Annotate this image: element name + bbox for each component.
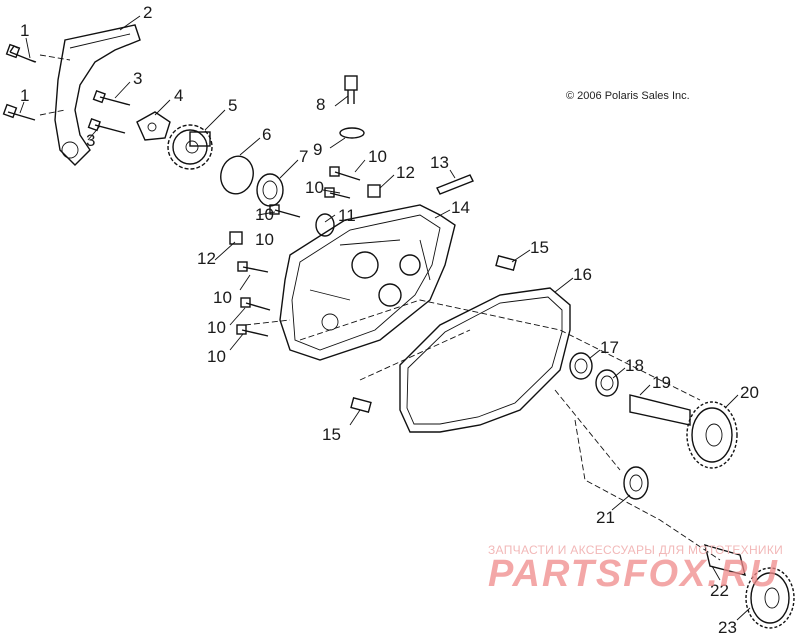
callout-19: 19 (652, 373, 671, 392)
callout-10-f: 10 (207, 318, 226, 337)
callout-9: 9 (313, 140, 322, 159)
callout-14: 14 (451, 198, 470, 217)
callout-10-d: 10 (255, 230, 274, 249)
callout-1-top: 1 (20, 21, 29, 40)
part-1-bolts (2, 43, 37, 121)
part-2-guard (54, 24, 141, 166)
part-12-fittings (229, 184, 381, 245)
part-6-snap-ring (220, 155, 254, 195)
callout-18: 18 (625, 356, 644, 375)
callout-10-c: 10 (255, 205, 274, 224)
callout-3-bottom: 3 (86, 131, 95, 150)
part-7-seal (256, 173, 284, 207)
part-16-gasket (399, 287, 571, 433)
callout-10-e: 10 (213, 288, 232, 307)
callout-8: 8 (316, 95, 325, 114)
callout-12-a: 12 (396, 163, 415, 182)
part-11-o-ring (315, 213, 335, 237)
callout-7: 7 (299, 147, 308, 166)
callout-1-bottom: 1 (20, 86, 29, 105)
callout-2: 2 (143, 3, 152, 22)
part-13-pin (436, 174, 474, 195)
copyright-notice: © 2006 Polaris Sales Inc. (566, 90, 690, 102)
callout-23: 23 (718, 618, 737, 637)
callout-22: 22 (710, 581, 729, 600)
part-8-plug (344, 75, 358, 104)
part-20-gear (686, 401, 738, 469)
part-14-housing (279, 204, 456, 361)
watermark-tagline: ЗАПЧАСТИ И АКСЕССУАРЫ ДЛЯ МОТОТЕХНИКИ (488, 543, 784, 557)
part-4-plate (136, 111, 171, 141)
watermark-brand: PARTSFOX.RU (488, 553, 779, 595)
part-9-o-ring (339, 127, 365, 139)
part-21-bearing (623, 466, 649, 500)
part-23-gear (745, 567, 795, 629)
callout-11: 11 (338, 206, 356, 225)
callout-numbers: 2 1 1 3 3 4 5 6 7 8 9 10 12 13 10 11 10 … (20, 3, 759, 637)
part-5-sprocket (167, 124, 213, 170)
callout-10-a: 10 (368, 147, 387, 166)
callout-21: 21 (596, 508, 615, 527)
part-19-shaft (629, 394, 691, 426)
callout-10-g: 10 (207, 347, 226, 366)
callout-17: 17 (600, 338, 619, 357)
callout-13: 13 (430, 153, 449, 172)
part-15-dowels (350, 254, 517, 414)
callout-6: 6 (262, 125, 271, 144)
assembly-guide-lines (39, 54, 721, 561)
part-10-bolts (236, 166, 361, 337)
part-18-seal (595, 369, 619, 397)
callout-15-a: 15 (530, 238, 549, 257)
callout-16: 16 (573, 265, 592, 284)
callout-4: 4 (174, 86, 183, 105)
part-17-bearing (569, 352, 593, 380)
part-3-bolts (87, 89, 131, 134)
callout-10-b: 10 (305, 178, 324, 197)
callout-12-b: 12 (197, 249, 216, 268)
callout-20: 20 (740, 383, 759, 402)
callout-15-b: 15 (322, 425, 341, 444)
callout-leaders (19, 15, 751, 621)
part-22-shaft (704, 543, 746, 576)
callout-5: 5 (228, 96, 237, 115)
callout-3-top: 3 (133, 69, 142, 88)
